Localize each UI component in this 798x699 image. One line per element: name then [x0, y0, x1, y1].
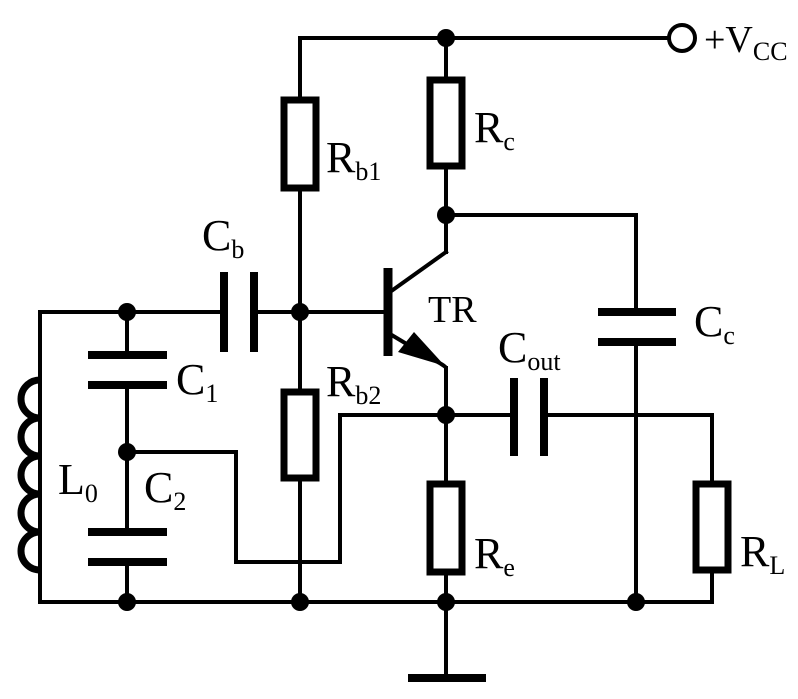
- capacitor-c2: [88, 528, 167, 566]
- capacitor-cout: [510, 378, 548, 456]
- junction-dot: [118, 593, 136, 611]
- label-tr: TR: [428, 289, 477, 331]
- resistor-rb2: [280, 388, 320, 482]
- resistor-rc: [426, 76, 466, 170]
- label-cb: Cb: [202, 211, 244, 264]
- label-rc: Rc: [474, 103, 515, 156]
- label-vcc: +VCC: [704, 19, 788, 66]
- label-l0: L0: [58, 455, 98, 508]
- capacitor-cc: [598, 308, 676, 346]
- transistor-tr: [383, 249, 449, 371]
- junction-dot: [118, 303, 136, 321]
- junction-dot: [291, 593, 309, 611]
- label-re: Re: [474, 529, 515, 582]
- junction-dot: [437, 406, 455, 424]
- resistor-rb1: [280, 96, 320, 192]
- junction-dot: [437, 29, 455, 47]
- junction-dot: [627, 593, 645, 611]
- vcc-terminal: [667, 23, 697, 53]
- label-cout: Cout: [498, 323, 561, 376]
- label-c1: C1: [176, 355, 218, 408]
- resistor-rl: [692, 480, 732, 574]
- junctions: [118, 29, 645, 611]
- label-rl: RL: [740, 527, 785, 580]
- label-c2: C2: [144, 463, 186, 516]
- resistor-re: [426, 480, 466, 576]
- capacitor-c1: [88, 351, 167, 389]
- capacitor-cb: [220, 272, 258, 352]
- label-rb2: Rb2: [326, 357, 381, 410]
- label-rb1: Rb1: [326, 133, 381, 186]
- emitter-arrow: [398, 332, 445, 366]
- junction-dot: [437, 206, 455, 224]
- junction-dot: [291, 303, 309, 321]
- label-cc: Cc: [694, 297, 735, 350]
- junction-dot: [437, 593, 455, 611]
- junction-dot: [118, 443, 136, 461]
- inductor-l0: [17, 376, 41, 574]
